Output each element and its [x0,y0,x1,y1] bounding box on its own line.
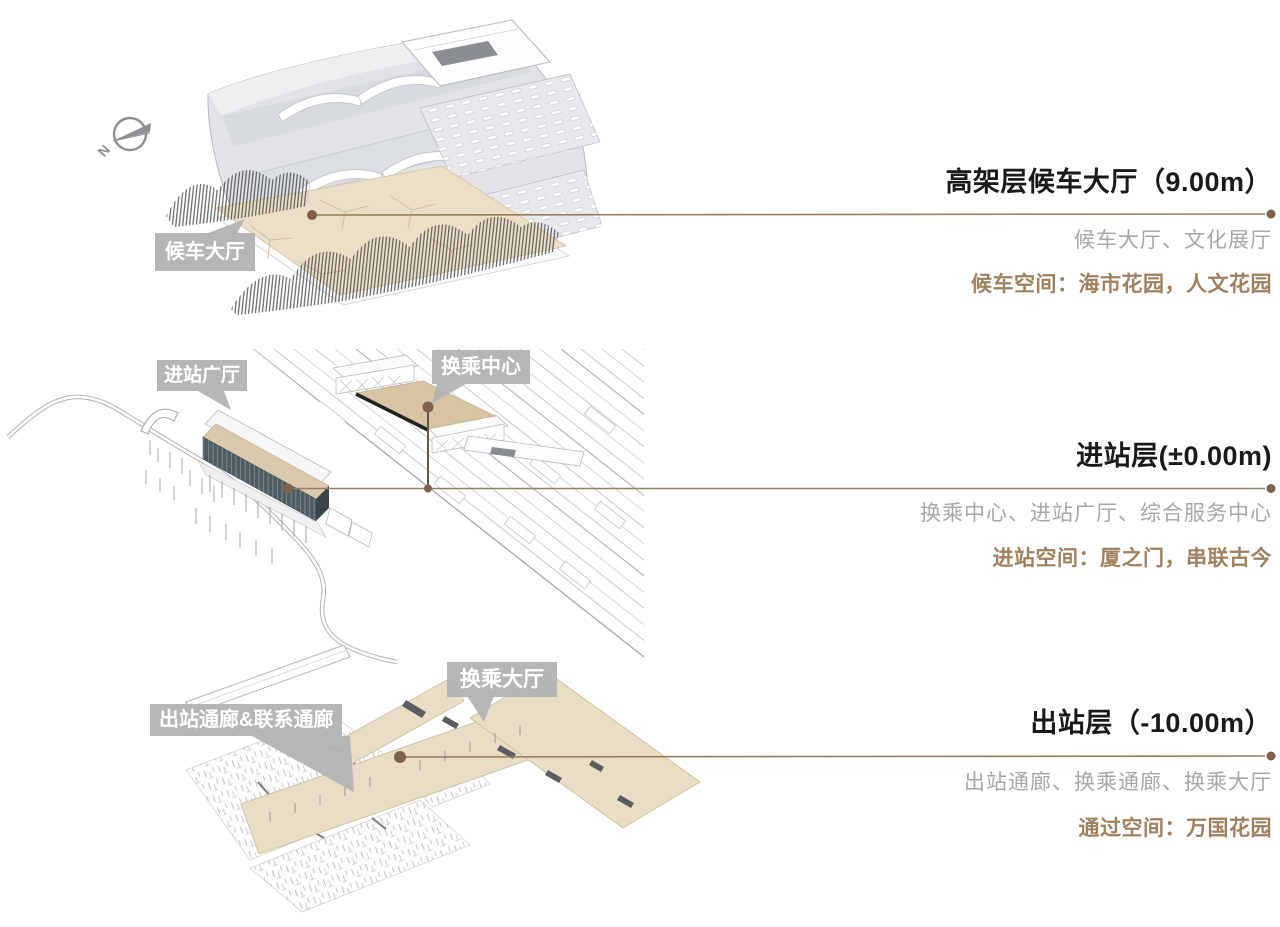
drawing-exit-level [185,644,701,913]
north-arrow-icon: N [94,116,151,160]
level-subtitle-exit: 出站通廊、换乘通廊、换乘大厅 [964,771,1272,794]
label-entry-concourse: 进站广厅 [157,360,248,391]
level-subtitle-entry: 换乘中心、进站广厅、综合服务中心 [920,502,1272,525]
level-highlight-exit: 通过空间：万国花园 [1078,817,1272,840]
label-waiting-hall: 候车大厅 [155,233,255,271]
level-title-exit: 出站层（-10.00m） [1030,708,1272,738]
drawing-entry-level [6,349,644,665]
tag-pointer-tails [198,219,494,792]
level-title-elevated: 高架层候车大厅（9.00m） [945,167,1272,197]
label-transfer-hall: 换乘大厅 [447,662,557,697]
level-subtitle-elevated: 候车大厅、文化展厅 [1074,229,1272,252]
drawing-elevated-level [166,19,603,315]
label-exit-corridors: 出站通廊&联系通廊 [150,704,343,736]
label-transfer-center: 换乘中心 [432,350,530,384]
level-highlight-elevated: 候车空间：海市花园，人文花园 [971,273,1272,296]
level-title-entry: 进站层(±0.00m) [1076,441,1272,471]
leader-lines [283,209,1276,763]
level-highlight-entry: 进站空间：厦之门，串联古今 [992,547,1272,570]
svg-text:N: N [94,142,113,160]
